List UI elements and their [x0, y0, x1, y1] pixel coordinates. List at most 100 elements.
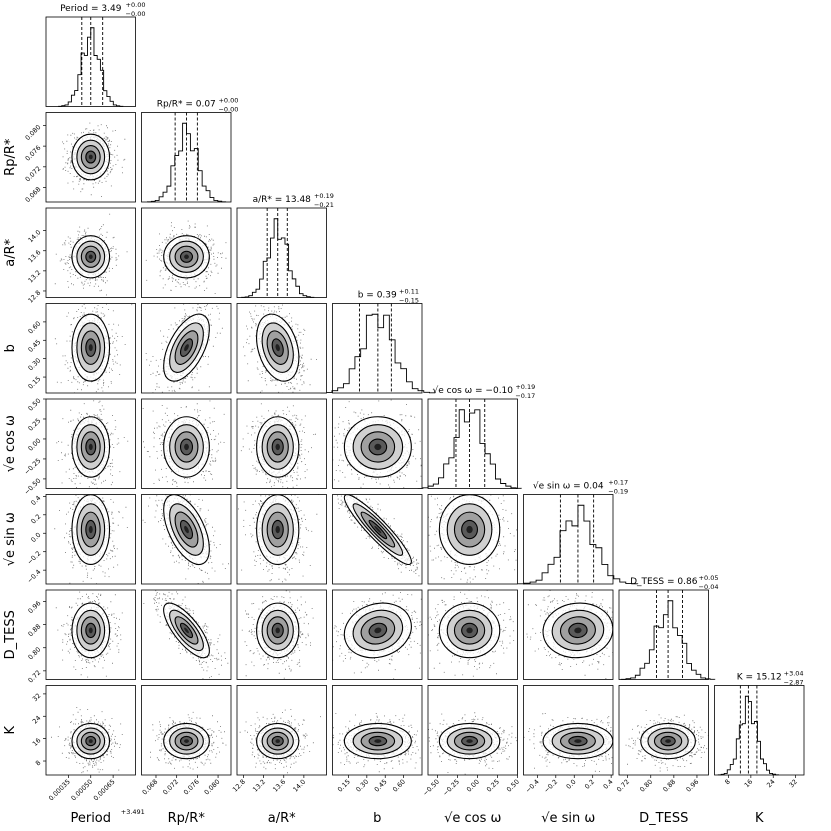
panel-frame: [141, 398, 232, 489]
hist-frame: [714, 685, 805, 776]
density-contour-4: [665, 739, 671, 743]
x-tick-label: 0.076: [182, 778, 201, 797]
density-contour-4: [466, 739, 473, 743]
panel-content: [428, 494, 517, 583]
x-tick-label: 8: [723, 778, 732, 787]
title-sub: −0.17: [515, 392, 535, 400]
scatter-panel-rp-r-vs-a-r: [141, 207, 232, 298]
x-tick-label: 0.50: [505, 778, 521, 794]
hist-panel-rp-r: Rp/R* = 0.07+0.00−0.00: [141, 97, 238, 203]
y-tick-label: 13.2: [27, 269, 43, 285]
x-tick-label: 12.8: [231, 778, 247, 794]
y-axis-label: a/R*: [3, 238, 18, 266]
y-axis-d-tess: 0.720.800.880.96D_TESS: [3, 599, 46, 684]
y-axis-label: D_TESS: [3, 610, 18, 659]
density-contour-4: [275, 627, 280, 634]
x-axis-label: √e sin ω: [541, 811, 595, 826]
density-contour-4: [88, 525, 93, 534]
hist-title: Period = 3.49: [60, 4, 122, 14]
panel-frame: [45, 589, 136, 680]
x-axis-label: Period: [70, 811, 111, 826]
y-axis-a-r: 12.813.213.614.0a/R*: [3, 228, 46, 305]
x-tick-label: 0.15: [336, 778, 352, 794]
scatter-panel-period-vs-b: [45, 303, 136, 394]
y-tick-label: 12.8: [27, 289, 43, 305]
scatter-points: [332, 592, 422, 680]
panel-frame: [141, 589, 232, 680]
hist-panel-period: Period = 3.49+0.00−0.00: [45, 1, 146, 107]
y-tick-label: 0.0: [29, 531, 42, 544]
panel-content: [143, 590, 229, 680]
y-tick-label: 0.068: [24, 185, 43, 204]
y-tick-label: 0.88: [27, 622, 43, 638]
panel-content: [625, 710, 709, 772]
panel-frame: [236, 685, 327, 776]
hist-bars: [717, 695, 780, 776]
title-sub: −0.21: [314, 201, 334, 209]
x-tick-label: −0.4: [524, 778, 541, 795]
x-tick-label: 13.2: [251, 778, 267, 794]
x-tick-label: −0.2: [542, 778, 559, 795]
x-tick-label: 0.00: [465, 778, 481, 794]
scatter-points: [523, 713, 613, 772]
panel-content: [145, 220, 227, 294]
scatter-panel-e-sin-vs-k: [523, 685, 614, 776]
panel-content: [337, 494, 420, 577]
scatter-panel-rp-r-vs-k: [141, 685, 232, 776]
y-tick-label: 0.60: [27, 320, 43, 336]
density-contour-4: [88, 739, 93, 743]
x-axis-label: K: [755, 811, 764, 826]
panel-frame: [45, 494, 136, 585]
scatter-panel-rp-r-vs-b: [141, 303, 232, 394]
panel-frame: [45, 207, 136, 298]
x-tick-label: 0.30: [354, 778, 370, 794]
x-tick-label: 24: [765, 778, 777, 790]
x-tick-label: 0.00065: [92, 778, 117, 803]
panel-frame: [236, 303, 327, 394]
scatter-panel-period-vs-e-sin: [45, 494, 136, 585]
title-sub: −0.15: [399, 297, 419, 305]
scatter-panel-period-vs-k: [45, 685, 136, 776]
panel-frame: [332, 685, 423, 776]
x-tick-label: 0.080: [203, 778, 222, 797]
panel-frame: [141, 303, 232, 394]
x-tick-label: 0.96: [684, 778, 700, 794]
y-axis-label: Rp/R*: [3, 138, 18, 176]
y-tick-label: −0.2: [26, 549, 43, 566]
x-axis-label: D_TESS: [639, 811, 688, 826]
panel-content: [46, 122, 126, 197]
panel-content: [241, 590, 314, 679]
density-contour-4: [574, 739, 582, 743]
panel-content: [428, 712, 518, 775]
x-tick-label: 14.0: [291, 778, 307, 794]
hist-panel-b: b = 0.39+0.11−0.15: [320, 288, 436, 394]
panel-content: [145, 303, 223, 393]
panel-frame: [141, 494, 232, 585]
title-sub: −0.19: [608, 488, 628, 496]
title-sub: −0.00: [126, 10, 146, 18]
x-tick-label: 0.068: [141, 778, 160, 797]
panel-frame: [523, 685, 614, 776]
y-tick-label: −0.4: [26, 568, 43, 585]
title-sub: −0.00: [218, 106, 238, 114]
density-contour-4: [374, 443, 382, 451]
y-tick-label: 0.25: [27, 417, 43, 433]
density-contour-4: [184, 739, 189, 743]
title-sub: −0.04: [699, 583, 719, 591]
x-axis-label: √e cos ω: [444, 811, 501, 826]
hist-title: D_TESS = 0.86: [630, 577, 698, 587]
panel-content: [239, 709, 321, 774]
y-tick-label: 0.45: [27, 338, 43, 354]
scatter-panel-rp-r-vs-d-tess: [141, 589, 232, 680]
title-sup: +0.19: [314, 192, 334, 200]
hist-panel-k: K = 15.12+3.04−2.87: [714, 670, 805, 776]
panel-content: [332, 713, 421, 773]
scatter-panel-a-r-vs-b: [236, 303, 327, 394]
density-contour-4: [275, 739, 280, 743]
y-tick-label: 0.30: [27, 356, 43, 372]
y-axis-e-sin: −0.4−0.20.00.20.4√e sin ω: [3, 494, 46, 585]
title-sup: +0.00: [218, 97, 238, 105]
hist-panel-a-r: a/R* = 13.48+0.19−0.21: [236, 192, 334, 298]
